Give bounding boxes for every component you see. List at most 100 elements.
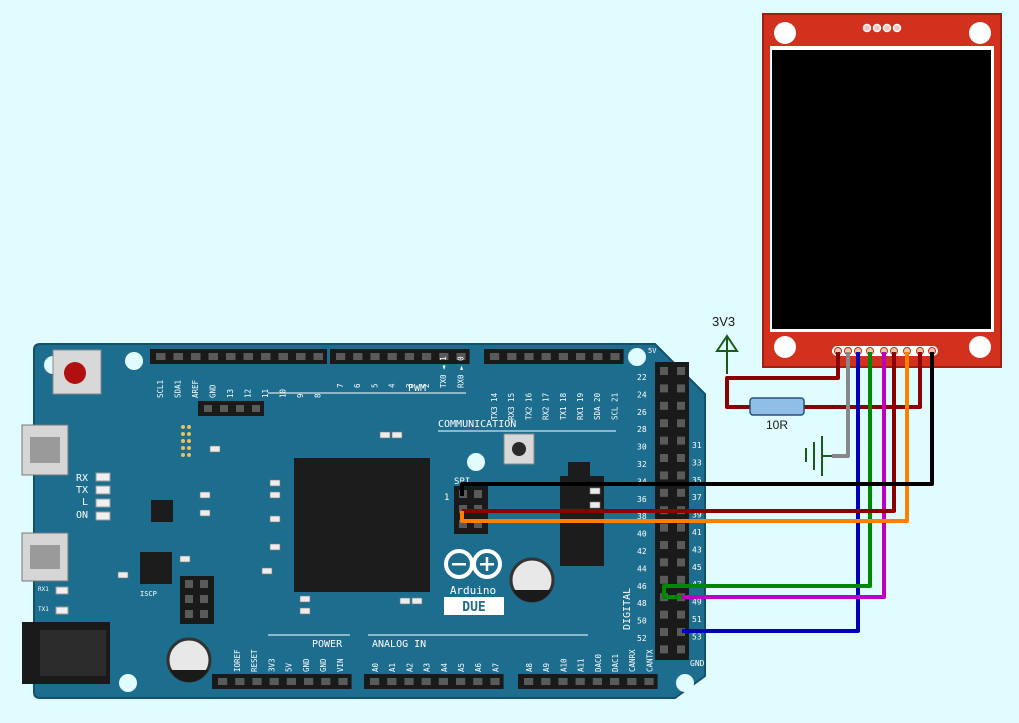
header-pin[interactable] xyxy=(252,405,260,412)
header-pin[interactable] xyxy=(370,678,380,685)
header-pin[interactable] xyxy=(200,580,208,588)
header-pin[interactable] xyxy=(173,353,184,360)
header-pin[interactable] xyxy=(252,678,262,685)
header-pin[interactable] xyxy=(524,678,534,685)
header-pin[interactable] xyxy=(220,405,228,412)
header-pin[interactable] xyxy=(191,353,201,360)
header-pin[interactable] xyxy=(593,353,603,360)
header-pin[interactable] xyxy=(610,353,620,360)
header-pin[interactable] xyxy=(473,678,483,685)
header-pin[interactable] xyxy=(541,353,551,360)
header-pin[interactable] xyxy=(677,454,685,462)
header-pin[interactable] xyxy=(439,353,449,360)
header-pin[interactable] xyxy=(660,471,668,480)
header-pin[interactable] xyxy=(677,436,685,445)
header-pin[interactable] xyxy=(321,678,331,685)
header-pin[interactable] xyxy=(404,678,414,685)
header-pin[interactable] xyxy=(660,419,668,428)
header-pin[interactable] xyxy=(278,353,289,360)
header-pin[interactable] xyxy=(261,353,271,360)
header-pin[interactable] xyxy=(677,541,685,549)
header-pin[interactable] xyxy=(236,405,244,412)
display-mounting-hole xyxy=(774,336,796,358)
header-pin[interactable] xyxy=(208,353,219,360)
header-pin[interactable] xyxy=(353,353,363,360)
header-pin[interactable] xyxy=(296,353,306,360)
header-pin[interactable] xyxy=(243,353,254,360)
header-pin[interactable] xyxy=(185,595,193,603)
header-pin[interactable] xyxy=(677,645,685,654)
header-pin[interactable] xyxy=(677,628,685,636)
header-pin[interactable] xyxy=(627,678,637,685)
header-pin[interactable] xyxy=(304,678,314,685)
header-pin[interactable] xyxy=(387,353,397,360)
header-pin[interactable] xyxy=(185,580,193,588)
header-pin[interactable] xyxy=(677,384,685,393)
header-pin[interactable] xyxy=(226,353,236,360)
header-pin[interactable] xyxy=(200,610,208,618)
digital-pin-label: 40 xyxy=(637,530,647,539)
header-pin[interactable] xyxy=(610,678,620,685)
display-mounting-hole xyxy=(969,336,991,358)
header-pin[interactable] xyxy=(336,353,346,360)
header-pin[interactable] xyxy=(660,401,668,410)
header-pin[interactable] xyxy=(524,353,534,360)
header-pin[interactable] xyxy=(576,353,586,360)
header-pin[interactable] xyxy=(456,353,466,360)
header-pin[interactable] xyxy=(459,520,467,528)
header-pin[interactable] xyxy=(404,353,414,360)
header-pin[interactable] xyxy=(421,678,431,685)
header-pin[interactable] xyxy=(677,610,685,619)
header-pin[interactable] xyxy=(660,488,668,497)
header-pin[interactable] xyxy=(541,678,551,685)
header-pin[interactable] xyxy=(660,645,668,654)
header-pin[interactable] xyxy=(592,678,602,685)
header-pin[interactable] xyxy=(575,678,585,685)
header-pin[interactable] xyxy=(200,595,208,603)
header-pin[interactable] xyxy=(204,405,212,412)
header-pin[interactable] xyxy=(438,678,448,685)
header-pin[interactable] xyxy=(660,558,668,567)
header-pin[interactable] xyxy=(387,678,397,685)
header-pin[interactable] xyxy=(677,575,685,584)
header-pin[interactable] xyxy=(660,610,668,619)
header-pin[interactable] xyxy=(185,610,193,618)
header-pin[interactable] xyxy=(558,353,568,360)
header-pin[interactable] xyxy=(660,436,668,445)
header-pin[interactable] xyxy=(313,353,324,360)
header-pin[interactable] xyxy=(677,367,685,375)
header-pin[interactable] xyxy=(507,353,517,360)
header-pin[interactable] xyxy=(474,490,482,498)
reset-button[interactable] xyxy=(52,349,102,395)
header-pin[interactable] xyxy=(422,353,432,360)
header-pin[interactable] xyxy=(677,401,685,410)
header-pin[interactable] xyxy=(677,558,685,567)
power-jack xyxy=(22,622,110,684)
header-pin[interactable] xyxy=(456,678,466,685)
header-pin[interactable] xyxy=(235,678,245,685)
header-pin[interactable] xyxy=(660,628,668,636)
header-pin[interactable] xyxy=(370,353,380,360)
header-pin[interactable] xyxy=(660,523,668,532)
header-pin[interactable] xyxy=(677,471,685,480)
header-pin[interactable] xyxy=(660,541,668,549)
header-pin[interactable] xyxy=(286,678,296,685)
erase-button[interactable] xyxy=(503,433,535,465)
header-pin[interactable] xyxy=(660,575,668,584)
header-pin[interactable] xyxy=(156,353,166,360)
header-pin[interactable] xyxy=(558,678,568,685)
header-pin[interactable] xyxy=(338,678,348,685)
header-pin[interactable] xyxy=(218,678,228,685)
smd-part xyxy=(199,491,211,499)
header-pin[interactable] xyxy=(474,520,482,528)
header-pin[interactable] xyxy=(269,678,279,685)
header-pin[interactable] xyxy=(660,454,668,462)
header-pin[interactable] xyxy=(644,678,654,685)
header-pin[interactable] xyxy=(490,353,500,360)
header-pin[interactable] xyxy=(677,488,685,497)
header-pin[interactable] xyxy=(677,419,685,428)
header-pin[interactable] xyxy=(660,384,668,393)
header-pin[interactable] xyxy=(490,678,500,685)
header-pin[interactable] xyxy=(677,523,685,532)
header-pin[interactable] xyxy=(660,367,668,375)
